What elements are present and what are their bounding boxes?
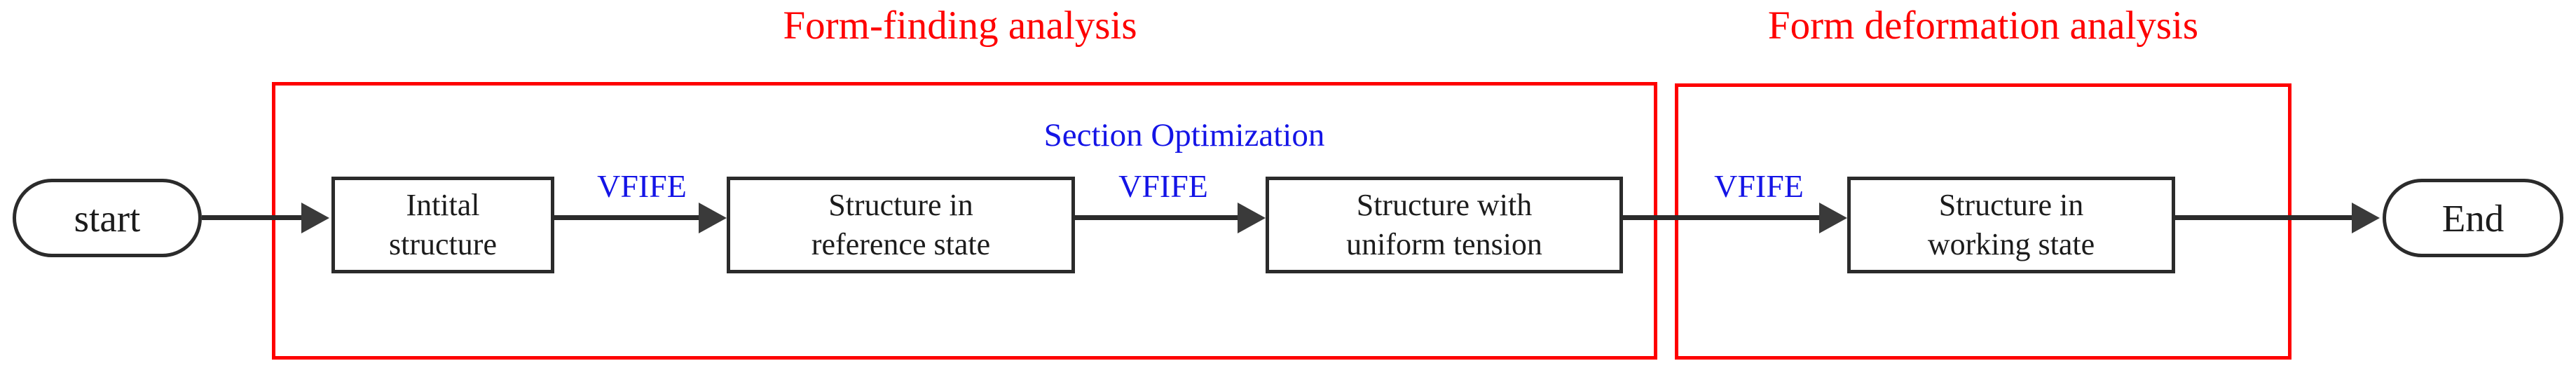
edge-label-uniform-to-working: VFIFE — [1714, 168, 1804, 204]
node-uniform-tension-line1: Structure with — [1356, 187, 1533, 222]
connector-reference-to-uniform — [1075, 215, 1240, 220]
edge-label-reference-to-uniform: VFIFE — [1118, 168, 1208, 204]
node-end[interactable]: End — [2383, 179, 2563, 257]
connector-initial-to-reference — [554, 215, 701, 220]
arrowhead-start-to-initial — [301, 203, 329, 233]
arrowhead-initial-to-reference — [699, 203, 727, 233]
connector-working-to-end — [2175, 215, 2355, 220]
node-initial-structure[interactable]: Intital structure — [331, 177, 554, 273]
arrowhead-uniform-to-working — [1819, 203, 1847, 233]
edge-label-initial-to-reference: VFIFE — [597, 168, 687, 204]
connector-uniform-to-working — [1623, 215, 1822, 220]
node-reference-state-line1: Structure in — [828, 187, 973, 222]
node-working-state[interactable]: Structure in working state — [1847, 177, 2175, 273]
node-working-state-line1: Structure in — [1938, 187, 2084, 222]
arrowhead-working-to-end — [2352, 203, 2380, 233]
annotation-section-optimization: Section Optimization — [1043, 117, 1325, 154]
node-start[interactable]: start — [13, 179, 202, 257]
node-end-label: End — [2441, 196, 2505, 240]
node-initial-structure-line1: Intital — [406, 187, 480, 222]
node-uniform-tension-line2: uniform tension — [1346, 227, 1542, 261]
node-working-state-line2: working state — [1927, 227, 2095, 261]
group-title-form-finding: Form-finding analysis — [783, 4, 1137, 48]
node-initial-structure-line2: structure — [389, 227, 497, 261]
node-reference-state[interactable]: Structure in reference state — [727, 177, 1075, 273]
group-title-form-deformation: Form deformation analysis — [1767, 4, 2199, 48]
arrowhead-reference-to-uniform — [1238, 203, 1266, 233]
group-frame-form-finding — [272, 82, 1657, 360]
connector-start-to-initial — [202, 215, 303, 220]
node-start-label: start — [74, 196, 141, 240]
node-uniform-tension[interactable]: Structure with uniform tension — [1266, 177, 1623, 273]
group-frame-form-deformation — [1675, 83, 2291, 360]
node-reference-state-line2: reference state — [811, 227, 991, 261]
